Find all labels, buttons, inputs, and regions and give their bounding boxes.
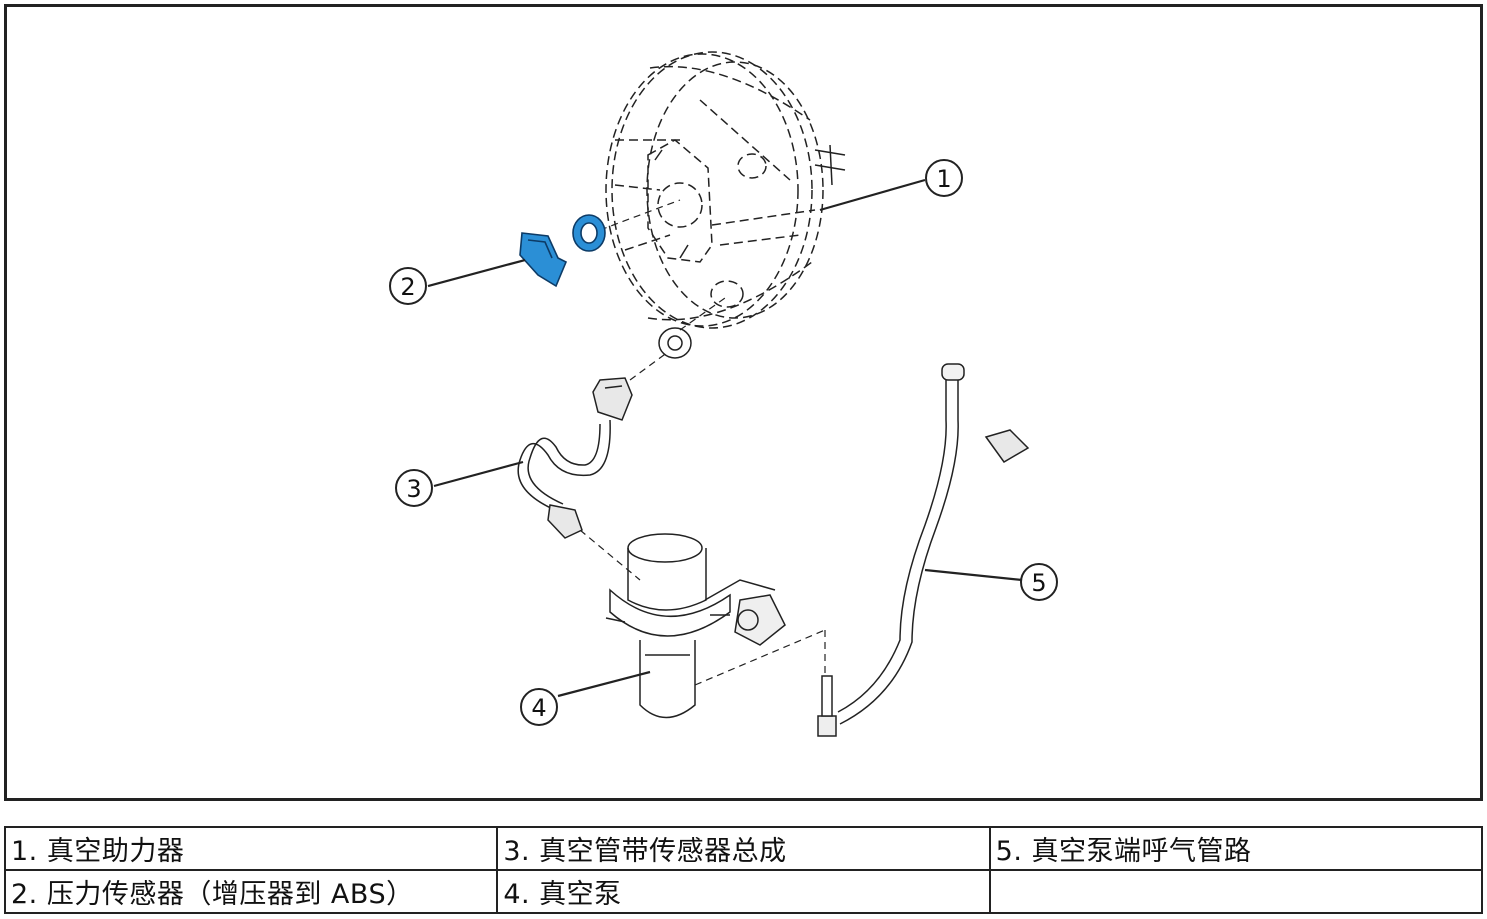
legend-item-3: 3. 真空管带传感器总成 <box>496 826 991 871</box>
pressure-sensor <box>519 214 606 288</box>
callout-circle-4 <box>520 688 558 726</box>
vacuum-pump <box>605 533 786 719</box>
legend-row: 2. 压力传感器（增压器到 ABS） 4. 真空泵 <box>3 869 1484 914</box>
breather-line <box>817 363 1030 737</box>
diagram-frame <box>4 4 1483 801</box>
legend-row: 1. 真空助力器 3. 真空管带传感器总成 5. 真空泵端呼气管路 <box>3 826 1484 871</box>
legend-item-4: 4. 真空泵 <box>496 869 991 914</box>
callout-circle-2 <box>389 267 427 305</box>
callout-2: 2 <box>400 273 415 301</box>
callout-3: 3 <box>406 475 421 503</box>
vacuum-hose-assembly <box>517 377 633 539</box>
callout-circle-5 <box>1020 563 1058 601</box>
callout-1: 1 <box>936 165 951 193</box>
booster-studs <box>654 144 846 259</box>
legend-item-2: 2. 压力传感器（增压器到 ABS） <box>3 869 499 914</box>
legend-item-1: 1. 真空助力器 <box>3 826 499 871</box>
legend-item-empty <box>988 869 1484 914</box>
brake-booster <box>605 51 824 329</box>
callout-circle-3 <box>395 469 433 507</box>
grommet <box>658 327 692 359</box>
callout-4: 4 <box>531 694 546 722</box>
callout-circle-1 <box>925 159 963 197</box>
exploded-view-diagram: 1 2 3 4 5 <box>389 51 1058 737</box>
parts-legend-table: 1. 真空助力器 3. 真空管带传感器总成 5. 真空泵端呼气管路 2. 压力传… <box>3 826 1484 914</box>
callout-5: 5 <box>1031 569 1046 597</box>
legend-item-5: 5. 真空泵端呼气管路 <box>988 826 1484 871</box>
